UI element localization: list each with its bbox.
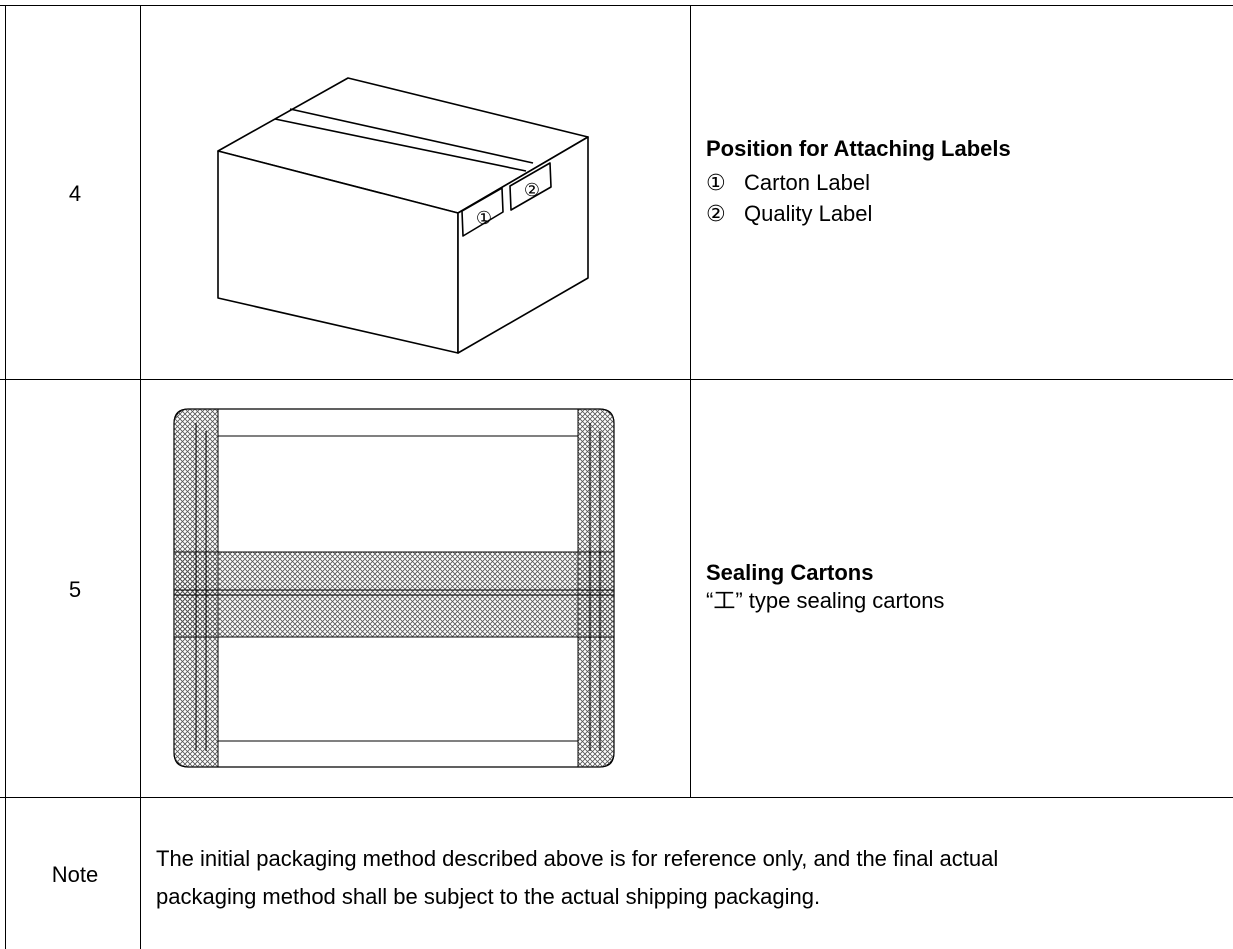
carton-label-item: ① Carton Label	[706, 167, 1226, 198]
column-divider-number	[140, 5, 141, 949]
sealing-description: Sealing Cartons “工” type sealing cartons	[706, 559, 1226, 615]
quality-label-mark: ②	[706, 201, 726, 226]
quality-label-item: ② Quality Label	[706, 198, 1226, 229]
quality-label-box	[509, 162, 552, 211]
sealing-title: Sealing Cartons	[706, 560, 874, 585]
carton-side-face	[457, 136, 589, 354]
note-text: The initial packaging method described a…	[156, 840, 1231, 916]
carton-label-position-figure: ① ②	[217, 77, 589, 354]
carton-label-mark: ①	[706, 170, 726, 195]
figure-mark-1: ①	[476, 208, 492, 229]
label-position-title: Position for Attaching Labels	[706, 136, 1011, 161]
figure-mark-2: ②	[524, 180, 540, 201]
row-divider-4-5	[0, 379, 1233, 380]
note-label: Note	[51, 862, 99, 887]
tape-edge-bottom	[289, 108, 534, 164]
sealing-method-text: “工” type sealing cartons	[706, 588, 945, 613]
table-left-border	[5, 5, 6, 949]
carton-label-text: Carton Label	[744, 170, 870, 195]
tape-edge-top	[274, 118, 527, 172]
table-top-border	[0, 5, 1233, 6]
label-position-description: Position for Attaching Labels ① Carton La…	[706, 133, 1226, 229]
row-number-5: 5	[68, 577, 82, 602]
note-text-line-1: The initial packaging method described a…	[156, 846, 999, 871]
carton-sealing-figure	[173, 408, 615, 768]
note-text-line-2: packaging method shall be subject to the…	[156, 884, 821, 909]
quality-label-text: Quality Label	[744, 201, 873, 226]
row-divider-5-note	[0, 797, 1233, 798]
column-divider-description	[690, 5, 691, 798]
carton-label-box	[461, 187, 504, 237]
row-number-4: 4	[68, 181, 82, 206]
